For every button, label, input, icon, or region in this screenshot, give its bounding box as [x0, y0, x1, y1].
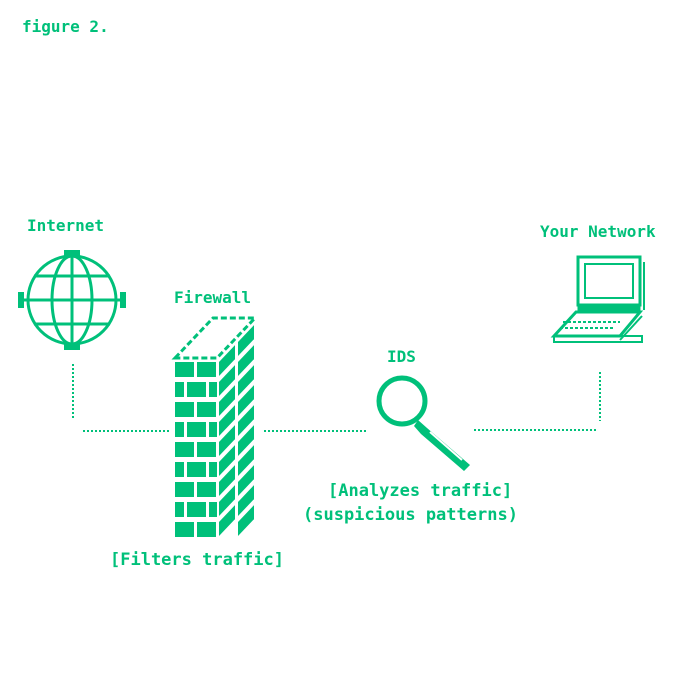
firewall-label: Firewall	[174, 288, 252, 307]
brick-wall-icon	[171, 316, 259, 537]
wall-side-brick	[238, 445, 254, 476]
wall-top	[171, 316, 259, 360]
wall-brick	[175, 402, 194, 417]
wall-brick	[175, 442, 194, 457]
connectors	[72, 364, 601, 432]
wall-brick	[175, 382, 184, 397]
wall-side-brick	[219, 345, 235, 376]
wall-side-brick	[219, 505, 235, 536]
ids-description-line-1: [Analyzes traffic]	[328, 481, 513, 501]
wall-side-brick	[238, 465, 254, 496]
wall-brick	[175, 462, 184, 477]
ids-description-line-2: (suspicious patterns)	[303, 505, 518, 525]
your-network-label: Your Network	[540, 222, 656, 241]
wall-brick	[175, 502, 184, 517]
wall-brick	[187, 462, 206, 477]
wall-side-brick	[219, 425, 235, 456]
wall-brick	[197, 482, 216, 497]
wall-side-brick	[238, 485, 254, 516]
wall-side-brick	[238, 325, 254, 356]
wall-side-brick	[238, 405, 254, 436]
wall-side-brick	[219, 485, 235, 516]
wall-brick	[187, 422, 206, 437]
wall-side-brick	[219, 365, 235, 396]
wall-brick	[197, 522, 216, 537]
wall-side-brick	[219, 405, 235, 436]
laptop-icon	[550, 255, 645, 343]
wall-brick	[209, 422, 217, 437]
firewall-description: [Filters traffic]	[110, 550, 284, 570]
wall-brick	[209, 382, 217, 397]
magnifier-icon	[376, 375, 470, 471]
wall-brick	[209, 502, 217, 517]
wall-brick	[175, 362, 194, 377]
wall-side-brick	[238, 425, 254, 456]
wall-brick	[187, 502, 206, 517]
wall-brick	[197, 442, 216, 457]
internet-label: Internet	[27, 216, 105, 235]
ids-label: IDS	[387, 347, 416, 366]
wall-side-brick	[219, 385, 235, 416]
wall-side-brick	[238, 345, 254, 376]
globe-icon	[24, 254, 120, 346]
wall-brick	[175, 522, 194, 537]
wall-brick	[187, 382, 206, 397]
wall-brick	[197, 362, 216, 377]
wall-side-brick	[238, 385, 254, 416]
wall-brick	[197, 402, 216, 417]
wall-side-brick	[219, 465, 235, 496]
wall-brick	[175, 482, 194, 497]
wall-brick	[175, 422, 184, 437]
wall-side-brick	[238, 505, 254, 536]
wall-side-brick	[219, 445, 235, 476]
figure-caption: figure 2.	[22, 17, 109, 36]
wall-side-brick	[238, 365, 254, 396]
globe-cap-icon	[18, 250, 126, 350]
wall-brick	[209, 462, 217, 477]
